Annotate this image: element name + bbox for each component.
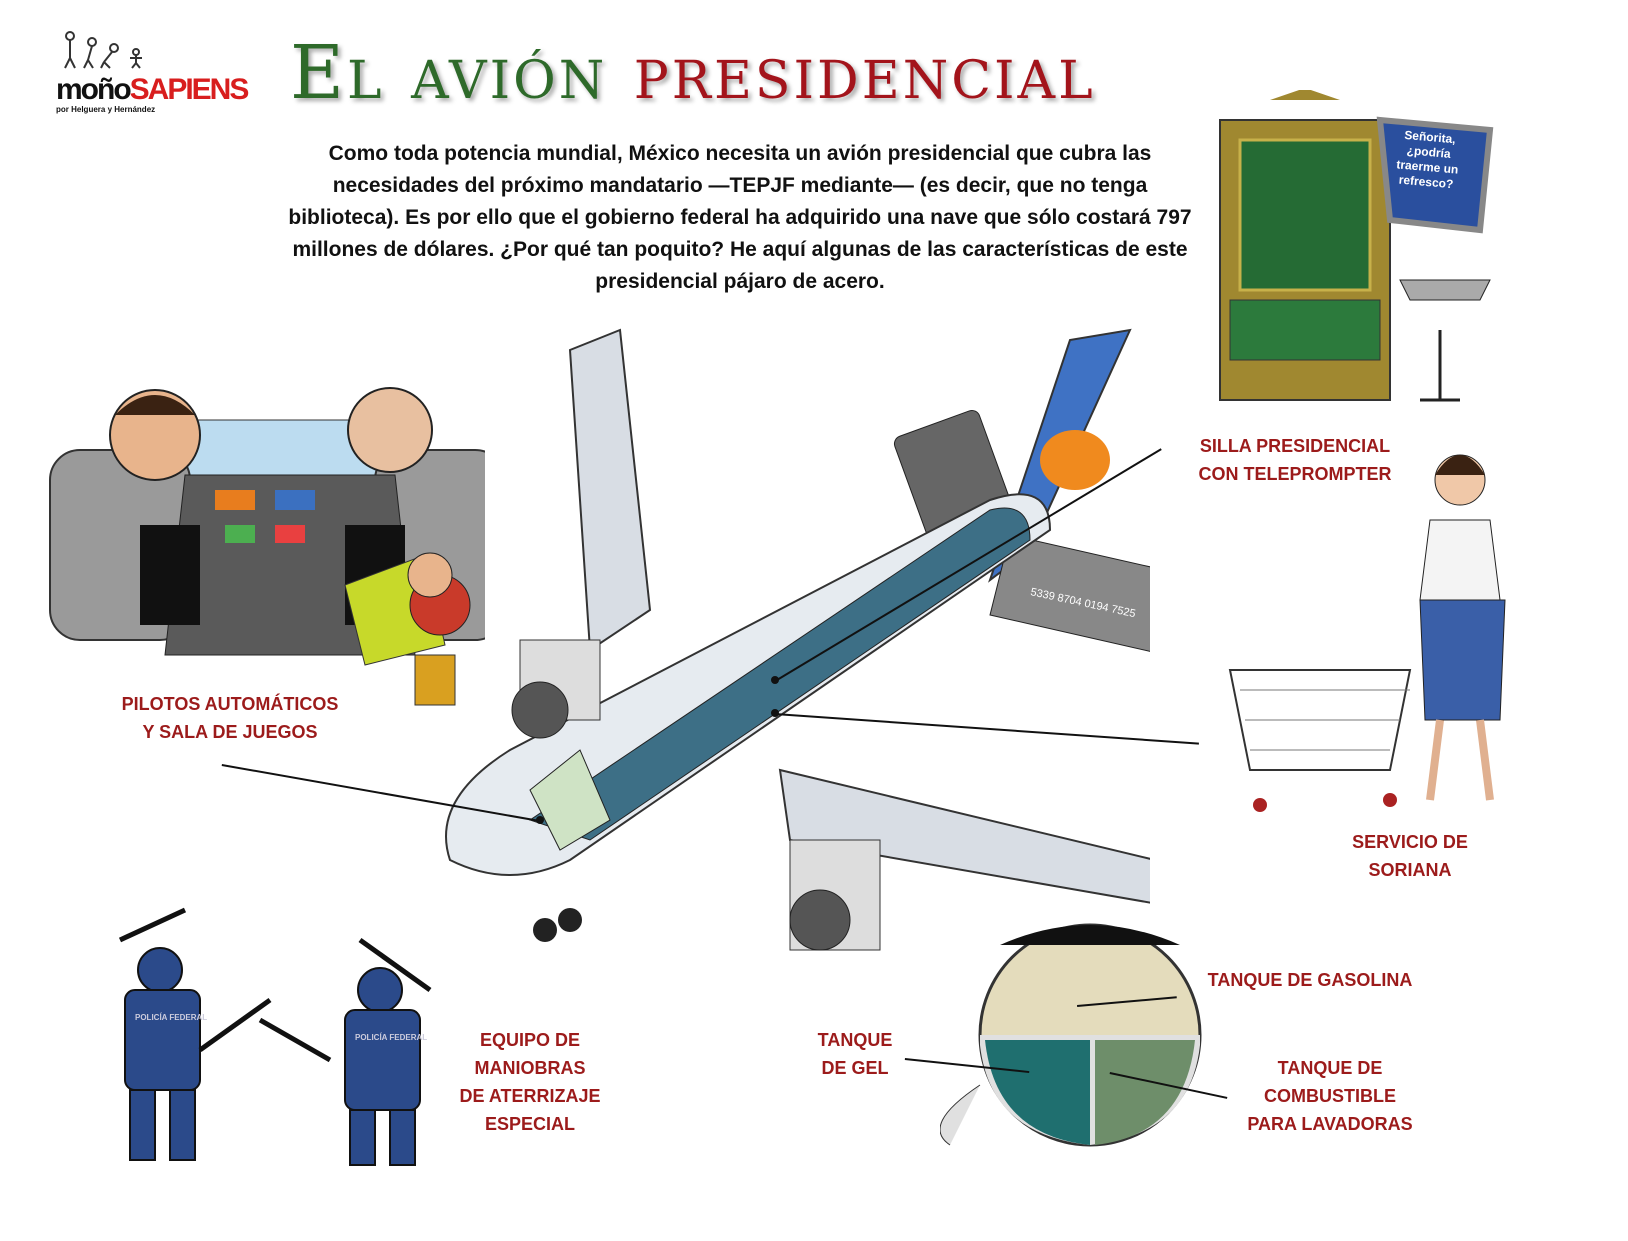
title-green: El avión [290,30,608,116]
police-badge-2: POLICÍA FEDERAL [355,1033,427,1042]
intro-text: Como toda potencia mundial, México neces… [288,142,1192,293]
monosapiens-logo: moñoSAPIENS por Helguera y Hernández [56,30,249,114]
cash-tank [1095,1040,1195,1145]
left-wing [568,328,652,652]
fuel-tank-cross-section [940,923,1202,1147]
stewardess-cart-illustration [1228,454,1506,812]
right-wing [778,768,1150,904]
airplane-illustration: 5339 8704 0194 7525 monex [445,328,1150,951]
label-gasoline-tank: TANQUE DE GASOLINA [1207,970,1413,990]
cockpit-illustration [49,387,485,706]
credit-card-2: 5339 8704 0194 7525 monex [989,534,1150,652]
logo-brand-b: SAPIENS [129,73,250,106]
pointer-dot [536,816,544,824]
teleprompter-text: Señorita, ¿podría traerme un refresco? [1395,127,1459,192]
title-red: presidencial [633,30,1096,116]
presidential-chair-illustration [1219,90,1494,402]
pointer-dot [771,676,779,684]
label-landing-equipment: EQUIPO DE MANIOBRAS DE ATERRIZAJE ESPECI… [459,1030,601,1134]
gel-tank [985,1040,1090,1145]
pointer-dot [771,709,779,717]
police-badge-1: POLICÍA FEDERAL [135,1013,207,1022]
riot-police-illustration: POLICÍA FEDERAL POLICÍA FEDERAL [118,907,432,1166]
card-brand: monex [1149,569,1150,596]
logo-brand-a: moño [56,73,132,106]
page-title: El avión presidencial [290,30,1096,116]
label-chair: SILLA PRESIDENCIAL CON TELEPROMPTER [1198,436,1392,484]
label-gel-tank: TANQUE DE GEL [817,1030,893,1078]
label-soriana: SERVICIO DE SORIANA [1352,832,1468,880]
televisa-logo-icon [1040,430,1110,490]
evolution-figures-icon [64,31,142,69]
label-pilots: PILOTOS AUTOMÁTICOS Y SALA DE JUEGOS [121,694,339,742]
label-fuel-tank: TANQUE DE COMBUSTIBLE PARA LAVADORAS [1247,1058,1413,1134]
logo-byline: por Helguera y Hernández [56,105,156,114]
